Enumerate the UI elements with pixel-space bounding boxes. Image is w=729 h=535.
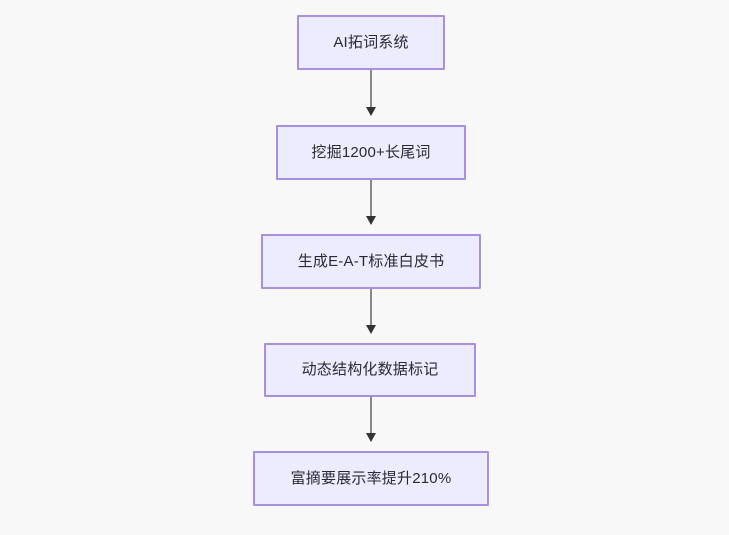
flow-node-label: 富摘要展示率提升210% [290,469,452,487]
flow-node-label: 生成E-A-T标准白皮书 [297,252,445,270]
flow-node-label: AI拓词系统 [333,33,409,51]
flow-node-ai-keyword-system[interactable]: AI拓词系统 [297,15,445,70]
flow-node-dynamic-structured-data-markup[interactable]: 动态结构化数据标记 [264,343,476,397]
arrowhead-icon [366,216,376,225]
flow-node-generate-eat-whitepaper[interactable]: 生成E-A-T标准白皮书 [261,234,481,289]
edge-line [370,289,372,326]
edge-line [370,397,372,434]
flow-node-label: 动态结构化数据标记 [301,361,439,378]
flow-node-mine-longtail-keywords[interactable]: 挖掘1200+长尾词 [276,125,466,180]
arrowhead-icon [366,433,376,442]
arrowhead-icon [366,107,376,116]
arrowhead-icon [366,325,376,334]
edge-line [370,180,372,217]
flow-node-rich-snippet-impression-lift[interactable]: 富摘要展示率提升210% [253,451,489,506]
edge-line [370,70,372,108]
flow-node-label: 挖掘1200+长尾词 [311,143,431,161]
